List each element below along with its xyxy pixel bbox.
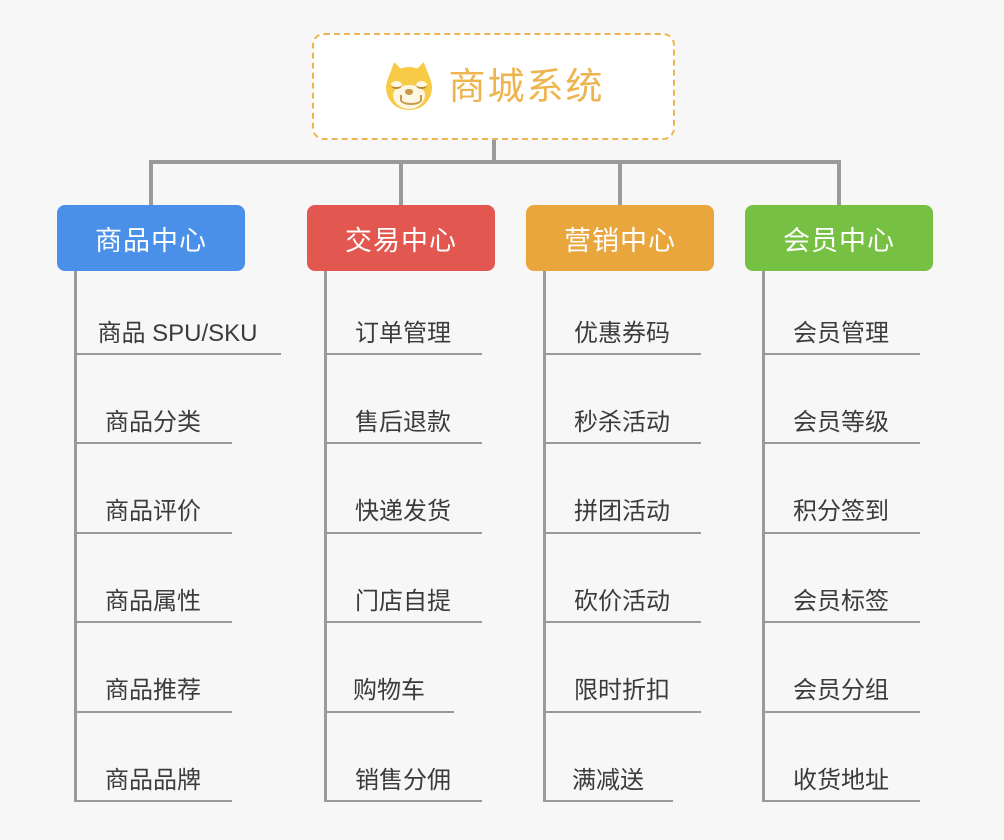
root-node[interactable]: 商城系统: [312, 33, 675, 140]
branch-trunk-line: [74, 271, 77, 800]
branch-item-label: 订单管理: [355, 319, 451, 347]
root-stem-line: [491, 140, 496, 160]
branch-drop-line-3: [618, 160, 622, 205]
branch-item-label: 门店自提: [355, 587, 451, 615]
branch-item-underline: [762, 621, 920, 624]
branch-column: 交易中心订单管理售后退款快递发货门店自提购物车销售分佣: [307, 205, 495, 802]
branch-item-label: 限时折扣: [574, 677, 670, 705]
branch-drop-line-4: [837, 160, 841, 205]
branch-trunk-line: [543, 271, 546, 800]
branch-item-label: 秒杀活动: [574, 409, 670, 436]
branch-item-label: 满减送: [572, 766, 644, 794]
branch-item-label: 商品评价: [105, 498, 201, 526]
branch-item-label: 砍价活动: [574, 587, 670, 615]
branch-header-label: 交易中心: [345, 225, 457, 256]
branch-item-underline: [762, 710, 920, 713]
branch-item-underline: [762, 531, 920, 534]
branch-item-underline: [543, 531, 701, 534]
branch-trunk-line: [762, 271, 765, 800]
branch-item-label: 会员分组: [793, 677, 889, 705]
branch-item-underline: [324, 353, 482, 355]
branch-drop-line-1: [149, 160, 153, 205]
branch-item-underline: [324, 710, 454, 713]
branch-item-underline: [74, 800, 232, 802]
branch-column: 会员中心会员管理会员等级积分签到会员标签会员分组收货地址: [745, 205, 933, 802]
branch-item-underline: [324, 531, 482, 534]
branch-item-label: 商品 SPU/SKU: [97, 319, 258, 347]
branch-item-label: 积分签到: [793, 498, 889, 526]
branch-drop-line-2: [399, 160, 403, 205]
branch-column: 商品中心商品 SPU/SKU 商品分类商品评价商品属性商品推荐商品品牌: [57, 205, 281, 802]
branch-item-label: 购物车: [353, 677, 425, 705]
branch-item-underline: [543, 710, 701, 713]
branch-trunk-line: [324, 271, 327, 800]
branch-item-underline: [74, 531, 232, 534]
branch-header-label: 营销中心: [564, 225, 676, 256]
branch-item-label: 快递发货: [355, 498, 451, 526]
branch-item-underline: [324, 800, 482, 802]
branch-header-2[interactable]: 交易中心: [307, 205, 495, 271]
shiba-dog-icon: [382, 59, 435, 113]
branch-item-label: 收货地址: [793, 766, 889, 794]
branch-item-label: 商品属性: [105, 587, 201, 615]
branch-header-label: 商品中心: [95, 225, 207, 256]
branch-item-underline: [74, 621, 232, 624]
branch-item-underline: [543, 621, 701, 624]
branch-item-label: 销售分佣: [355, 766, 451, 794]
branch-item-underline: [762, 353, 920, 355]
branch-header-3[interactable]: 营销中心: [526, 205, 714, 271]
branch-item-underline: [762, 800, 920, 802]
branch-item-underline: [324, 621, 482, 624]
branch-item-label: 商品品牌: [105, 766, 201, 794]
branch-item-label: 优惠券码: [574, 319, 670, 347]
branch-item-label: 会员等级: [793, 409, 889, 436]
branch-column: 营销中心优惠券码秒杀活动拼团活动砍价活动限时折扣满减送: [526, 205, 714, 802]
branch-item-label: 商品分类: [105, 409, 201, 436]
branch-item-underline: [543, 800, 673, 802]
branch-item-underline: [74, 353, 281, 355]
branch-item-label: 商品推荐: [105, 677, 201, 705]
branch-bus-line: [149, 160, 841, 164]
branch-item-underline: [762, 442, 920, 445]
branch-item-underline: [543, 353, 701, 355]
branch-header-label: 会员中心: [783, 225, 895, 256]
branch-item-underline: [74, 442, 232, 445]
branch-item-underline: [74, 710, 232, 713]
branch-header-1[interactable]: 商品中心: [57, 205, 245, 271]
branch-item-label: 会员标签: [793, 587, 889, 615]
branch-item-label: 拼团活动: [574, 498, 670, 526]
branch-item-underline: [543, 442, 701, 445]
branch-item-label: 售后退款: [355, 409, 451, 436]
branch-item-label: 会员管理: [793, 319, 889, 347]
root-title: 商城系统: [448, 66, 605, 107]
branch-header-4[interactable]: 会员中心: [745, 205, 933, 271]
branch-item-underline: [324, 442, 482, 445]
